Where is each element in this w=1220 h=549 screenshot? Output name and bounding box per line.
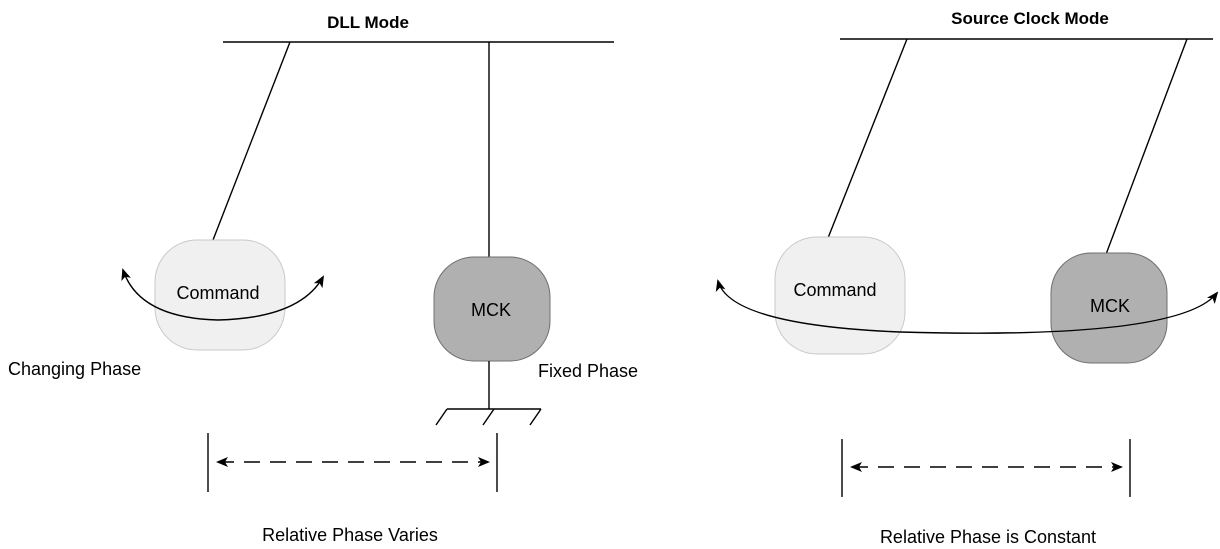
dll-caption: Relative Phase Varies <box>262 525 438 545</box>
changing-phase-arrow <box>121 268 324 321</box>
dll-mode-title: DLL Mode <box>327 13 409 32</box>
dll-command-link <box>212 41 291 241</box>
dll-mck-label: MCK <box>471 300 511 320</box>
src-mck-label: MCK <box>1090 296 1130 316</box>
src-command-label: Command <box>793 280 876 300</box>
source-clock-mode-title: Source Clock Mode <box>951 9 1109 28</box>
dll-mode-panel: DLL Mode Command MCK Changing Phase Fixe… <box>8 13 638 545</box>
src-mck-link <box>1104 38 1188 258</box>
source-clock-mode-panel: Source Clock Mode Command MCK Relative P… <box>715 9 1219 547</box>
ground-icon <box>435 408 542 426</box>
src-caption: Relative Phase is Constant <box>880 527 1096 547</box>
constant-phase-arrow <box>715 279 1219 334</box>
fixed-phase-label: Fixed Phase <box>538 361 638 381</box>
dll-command-label: Command <box>176 283 259 303</box>
changing-phase-label: Changing Phase <box>8 359 141 379</box>
dll-command-node <box>154 239 286 351</box>
src-command-link <box>827 38 908 239</box>
dll-mck-node <box>433 256 551 362</box>
